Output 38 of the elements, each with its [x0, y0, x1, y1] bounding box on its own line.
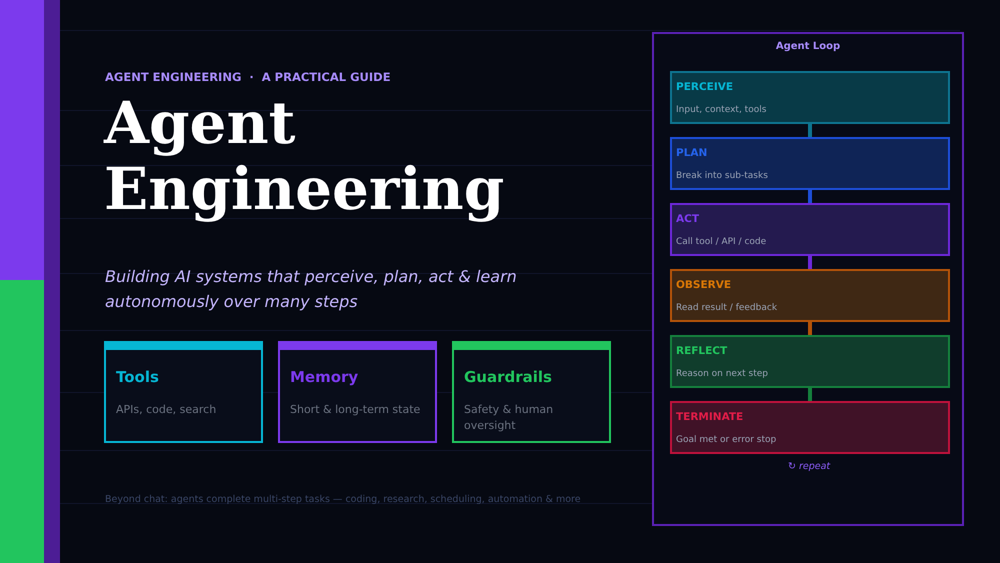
step-box — [670, 203, 950, 256]
footnote: Beyond chat: agents complete multi-step tasks — coding, research, scheduling, automation & more — [105, 494, 581, 505]
connector-line — [808, 388, 812, 401]
card-description: Safety & human oversight — [464, 402, 554, 434]
card-description: Short & long-term state — [290, 402, 422, 418]
connector-line — [808, 190, 812, 203]
step-title: OBSERVE — [676, 279, 732, 291]
step-box — [670, 269, 950, 322]
connector-line — [808, 322, 812, 335]
step-description: Break into sub-tasks — [676, 171, 768, 181]
card-description: APIs, code, search — [116, 402, 218, 418]
panel-title: Agent Loop — [774, 41, 842, 52]
step-description: Call tool / API / code — [676, 237, 766, 247]
card-title: Tools — [116, 368, 159, 386]
eyebrow-text: AGENT ENGINEERING · A PRACTICAL GUIDE — [105, 70, 391, 84]
step-box — [670, 335, 950, 388]
card-title: Memory — [290, 368, 358, 386]
title: Agent Engineering — [104, 90, 506, 222]
step-title: ACT — [676, 213, 699, 225]
feature-card — [278, 341, 437, 443]
subtitle: Building AI systems that perceive, plan, act & learn autonomously over many steps — [105, 266, 518, 313]
step-title: PLAN — [676, 147, 708, 159]
loop-panel — [652, 32, 964, 526]
step-title: PERCEIVE — [676, 81, 734, 93]
connector-line — [808, 256, 812, 269]
step-description: Read result / feedback — [676, 303, 778, 313]
step-description: Input, context, tools — [676, 105, 766, 115]
feature-card — [452, 341, 611, 443]
feature-card — [104, 341, 263, 443]
step-box — [670, 137, 950, 190]
step-description: Goal met or error stop — [676, 435, 776, 445]
step-box — [670, 401, 950, 454]
step-box — [670, 71, 950, 124]
card-title: Guardrails — [464, 368, 552, 386]
step-title: TERMINATE — [676, 411, 744, 423]
step-title: REFLECT — [676, 345, 728, 357]
connector-line — [808, 124, 812, 137]
step-description: Reason on next step — [676, 369, 768, 379]
